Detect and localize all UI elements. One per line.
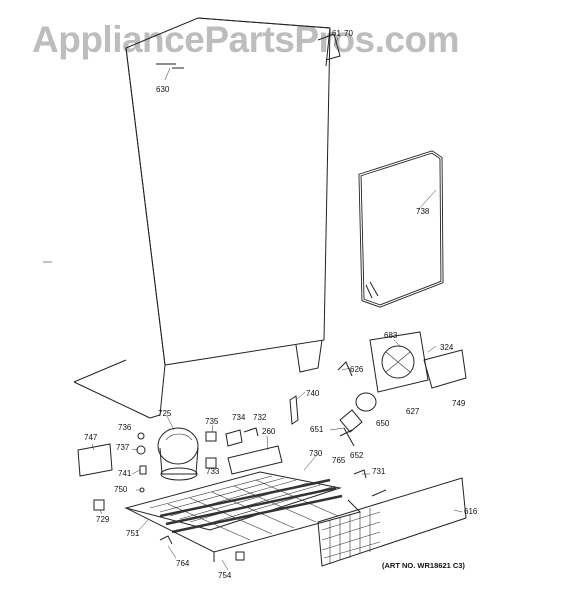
cabinet bbox=[43, 17, 341, 419]
part-label-737: 737 bbox=[116, 443, 130, 452]
part-label-738: 738 bbox=[416, 207, 430, 216]
part-label-616: 616 bbox=[464, 507, 478, 516]
small-parts bbox=[205, 427, 283, 475]
part-label-651: 651 bbox=[310, 425, 324, 434]
art-number: (ART NO. WR18621 C3) bbox=[382, 561, 465, 570]
part-label-70: 70 bbox=[344, 29, 353, 38]
bracket-749 bbox=[423, 349, 467, 389]
part-label-729: 729 bbox=[96, 515, 110, 524]
evaporator-loop bbox=[358, 150, 444, 308]
part-label-725: 725 bbox=[158, 409, 172, 418]
wire-626 bbox=[337, 361, 353, 377]
part-label-751: 751 bbox=[126, 529, 140, 538]
part-740 bbox=[289, 395, 299, 425]
leader-lines bbox=[91, 37, 463, 571]
fan-motor bbox=[339, 392, 377, 447]
part-label-324: 324 bbox=[440, 343, 454, 352]
rear-grille bbox=[317, 477, 467, 567]
part-label-741: 741 bbox=[118, 469, 132, 478]
base-pan bbox=[125, 499, 361, 562]
part-label-730: 730 bbox=[309, 449, 323, 458]
part-label-61: 61 bbox=[332, 29, 341, 38]
part-label-764: 764 bbox=[176, 559, 190, 568]
part-label-732: 732 bbox=[253, 413, 267, 422]
condenser-coils bbox=[124, 471, 343, 541]
compressor bbox=[157, 427, 199, 481]
part-label-747: 747 bbox=[84, 433, 98, 442]
part-label-733: 733 bbox=[206, 467, 220, 476]
part-label-627: 627 bbox=[406, 407, 420, 416]
watermark: AppliancePartsPros.com bbox=[32, 19, 459, 60]
part-label-630: 630 bbox=[156, 85, 170, 94]
part-label-750: 750 bbox=[114, 485, 128, 494]
part-label-650: 650 bbox=[376, 419, 390, 428]
part-label-754: 754 bbox=[218, 571, 232, 580]
part-label-734: 734 bbox=[232, 413, 246, 422]
part-label-740: 740 bbox=[306, 389, 320, 398]
part-label-260: 260 bbox=[262, 427, 276, 436]
fan-shroud bbox=[369, 331, 429, 393]
part-label-731: 731 bbox=[372, 467, 386, 476]
part-label-765: 765 bbox=[332, 456, 346, 465]
part-label-683: 683 bbox=[384, 331, 398, 340]
part-label-736: 736 bbox=[118, 423, 132, 432]
part-label-749: 749 bbox=[452, 399, 466, 408]
part-label-626: 626 bbox=[350, 365, 364, 374]
part-label-652: 652 bbox=[350, 451, 364, 460]
part-label-735: 735 bbox=[205, 417, 219, 426]
